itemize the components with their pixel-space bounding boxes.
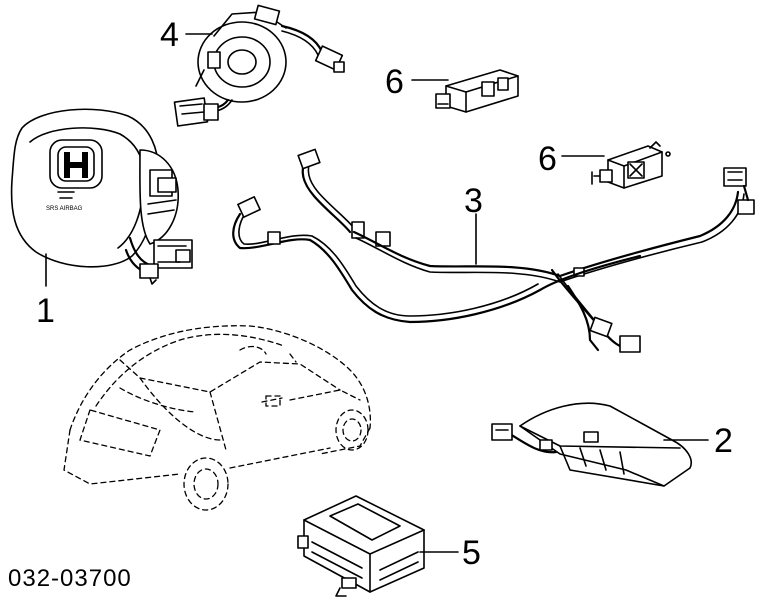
clock-spring-part — [173, 4, 345, 127]
callout-6-upper: 6 — [385, 63, 404, 101]
callout-5: 5 — [462, 534, 481, 572]
sensor-lower-part — [591, 141, 671, 189]
sensor-upper-part — [435, 69, 519, 113]
callout-2: 2 — [714, 422, 733, 460]
passenger-airbag-part — [491, 402, 692, 487]
driver-airbag-part: SRS AIRBAG — [10, 108, 193, 285]
part-code: 032-03700 — [8, 565, 132, 592]
vehicle-outline — [63, 325, 372, 511]
callout-3: 3 — [464, 182, 483, 220]
srs-unit-part — [297, 495, 425, 597]
airbag-emblem-text: SRS AIRBAG — [46, 206, 83, 212]
wire-harness-part — [232, 148, 755, 353]
leader-lines — [45, 33, 709, 553]
callout-4: 4 — [160, 16, 179, 54]
callout-6-lower: 6 — [538, 140, 557, 178]
callout-1: 1 — [36, 292, 55, 330]
